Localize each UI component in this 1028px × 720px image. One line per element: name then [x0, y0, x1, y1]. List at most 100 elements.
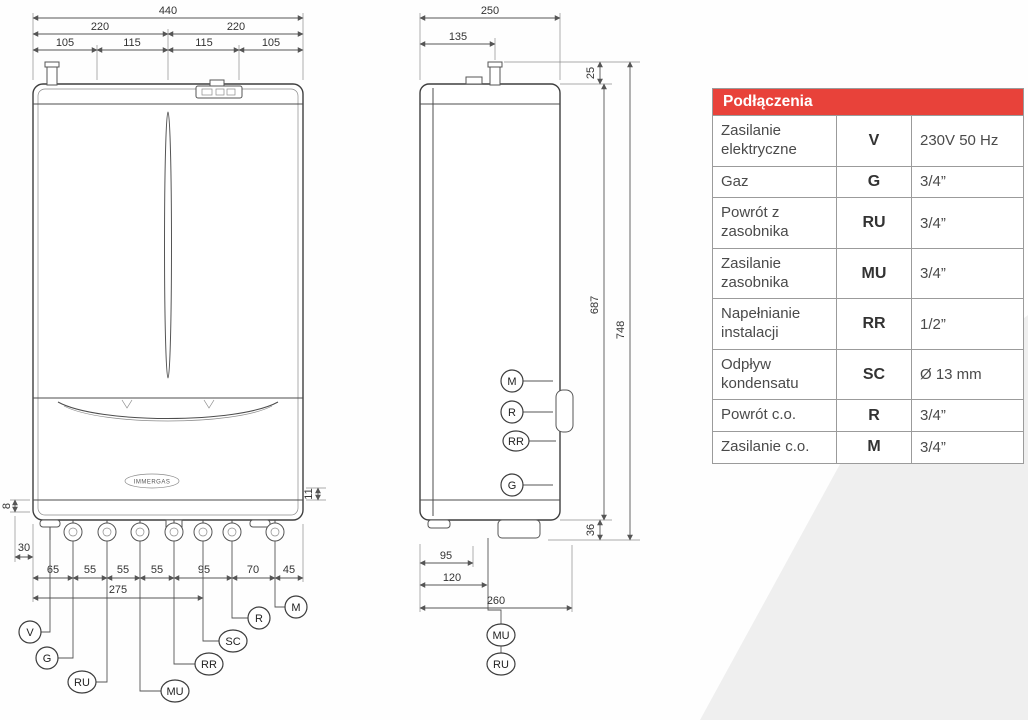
connection-name: Napełnianie instalacji: [721, 305, 801, 341]
dim-front-sub-1: 105: [56, 37, 74, 49]
side-bubble-mu: MU: [486, 623, 516, 647]
connection-bubble-ru: RU: [67, 670, 97, 694]
side-bubble-rr: RR: [502, 430, 530, 452]
table-row: Zasilanie zasobnika MU 3/4”: [713, 247, 1023, 299]
table-row: Gaz G 3/4”: [713, 165, 1023, 198]
svg-text:MU: MU: [166, 686, 183, 698]
brand-logo-text: IMMERGAS: [134, 480, 171, 486]
dim-front-bottom-45: 45: [283, 564, 295, 576]
connection-bubble-g: G: [35, 646, 59, 670]
svg-text:R: R: [508, 407, 516, 419]
connection-name: Gaz: [721, 172, 749, 190]
connection-bubble-rr: RR: [194, 652, 224, 676]
dim-front-bottom-55a: 55: [84, 564, 96, 576]
connection-symbol: M: [836, 432, 912, 463]
connection-bubble-v: V: [18, 620, 42, 644]
front-handle-recess: [57, 399, 279, 422]
dim-front-bottom-65: 65: [47, 564, 59, 576]
svg-text:RU: RU: [493, 659, 509, 671]
svg-text:SC: SC: [225, 636, 240, 648]
connection-name: Odpływ kondensatu: [721, 355, 799, 392]
table-row: Zasilanie c.o. M 3/4”: [713, 431, 1023, 463]
front-view: IMMERGAS: [32, 61, 304, 542]
svg-text:G: G: [508, 480, 517, 492]
front-panel-seam: [164, 111, 172, 379]
side-dimensions: 250 135 25 687 748 36 95 120 260: [419, 5, 640, 612]
connection-name: Powrót z zasobnika: [721, 204, 789, 240]
connection-name: Zasilanie c.o.: [721, 438, 810, 455]
dim-side-120: 120: [443, 572, 461, 584]
svg-text:M: M: [507, 376, 516, 388]
dim-front-sub-4: 105: [262, 37, 280, 49]
connection-symbol: SC: [836, 349, 912, 400]
connection-value: 3/4”: [920, 214, 946, 232]
side-base: [427, 519, 541, 539]
dim-front-bottom-55c: 55: [151, 564, 163, 576]
connection-value: 230V 50 Hz: [920, 132, 999, 150]
dim-front-bottom-55b: 55: [117, 564, 129, 576]
dim-front-right-11: 11: [303, 488, 315, 499]
dim-side-36: 36: [585, 524, 597, 536]
connection-value: 3/4”: [920, 173, 946, 191]
dim-front-bottom-70: 70: [247, 564, 259, 576]
side-top-pipe: [465, 61, 503, 86]
dim-front-sub-2: 115: [123, 37, 141, 49]
svg-text:MU: MU: [492, 630, 509, 642]
connection-bubble-m: M: [284, 595, 308, 619]
table-row: Zasilanie elektryczne V 230V 50 Hz: [713, 115, 1023, 166]
svg-text:G: G: [43, 653, 52, 665]
connection-value: 3/4”: [920, 407, 946, 425]
front-dimensions: 440 220 220 105 115 115 105 8 30 11 65 5: [1, 5, 326, 602]
svg-text:R: R: [255, 613, 263, 625]
brand-logo: IMMERGAS: [124, 473, 180, 489]
connection-bubble-r: R: [247, 606, 271, 630]
dim-front-total-width: 440: [159, 5, 177, 17]
dim-side-135: 135: [449, 31, 467, 43]
connections-table-title: Podłączenia: [713, 89, 1023, 115]
front-top-pipe: [44, 61, 60, 86]
svg-text:V: V: [26, 627, 34, 639]
connection-bubble-mu: MU: [160, 679, 190, 703]
table-row: Napełnianie instalacji RR 1/2”: [713, 298, 1023, 349]
side-bubble-ru: RU: [486, 652, 516, 676]
front-pipe-connections: [63, 520, 285, 542]
connection-symbol: V: [836, 116, 912, 166]
connection-symbol: R: [836, 400, 912, 431]
table-row: Powrót c.o. R 3/4”: [713, 399, 1023, 431]
side-bubble-r: R: [500, 400, 524, 424]
dim-side-25: 25: [585, 67, 597, 79]
connection-symbol: RR: [836, 299, 912, 349]
dim-front-275: 275: [109, 584, 127, 596]
dim-front-left-8: 8: [1, 503, 13, 509]
connection-value: 3/4”: [920, 265, 946, 282]
side-bubble-m: M: [500, 369, 524, 393]
connection-bubble-sc: SC: [218, 629, 248, 653]
svg-text:M: M: [291, 602, 300, 614]
svg-text:RR: RR: [508, 436, 524, 448]
connection-symbol: RU: [836, 198, 912, 248]
dim-front-bottom-95: 95: [198, 564, 210, 576]
dim-side-748: 748: [615, 321, 627, 339]
dim-front-sub-3: 115: [195, 37, 213, 49]
connection-symbol: G: [836, 166, 912, 198]
front-control-panel: [195, 79, 243, 99]
svg-text:RR: RR: [201, 659, 217, 671]
dim-front-half-left: 220: [91, 21, 109, 33]
dim-front-half-right: 220: [227, 21, 245, 33]
connection-name: Powrót c.o.: [721, 406, 797, 424]
connection-value: 3/4”: [920, 438, 946, 456]
side-bubble-g: G: [500, 473, 524, 497]
dim-side-250: 250: [481, 5, 499, 17]
side-view: M R RR G MU: [419, 61, 574, 676]
front-connection-labels: V G RU MU RR SC R: [18, 540, 308, 703]
connection-name: Zasilanie elektryczne: [721, 122, 797, 158]
table-row: Powrót z zasobnika RU 3/4”: [713, 197, 1023, 248]
connection-name: Zasilanie zasobnika: [721, 254, 789, 291]
dim-side-95: 95: [440, 550, 452, 562]
dim-front-left-30: 30: [18, 542, 30, 554]
table-row: Odpływ kondensatu SC Ø 13 mm: [713, 348, 1023, 400]
dim-side-687: 687: [589, 296, 601, 314]
connection-value: 1/2”: [920, 315, 946, 333]
